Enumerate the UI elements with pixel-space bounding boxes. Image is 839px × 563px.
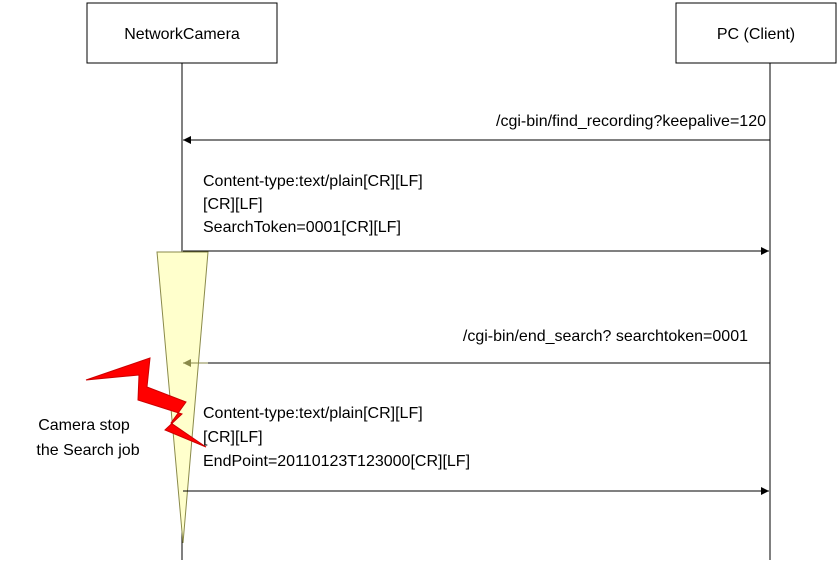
lightning-icon (85, 357, 207, 448)
end-response-line-1: Content-type:text/plain[CR][LF] (203, 405, 423, 422)
message-search-response-label: Content-type:text/plain[CR][LF] [CR][LF]… (203, 173, 423, 236)
participant-camera-label: NetworkCamera (124, 26, 240, 43)
end-response-line-3: EndPoint=20110123T123000[CR][LF] (203, 453, 470, 470)
participant-client: PC (Client) (675, 2, 837, 64)
message-end-request-label: /cgi-bin/end_search? searchtoken=0001 (463, 328, 748, 345)
search-response-line-1: Content-type:text/plain[CR][LF] (203, 173, 423, 190)
search-response-line-3: SearchToken=0001[CR][LF] (203, 219, 401, 236)
annotation-line-2: the Search job (36, 442, 139, 459)
annotation-line-1: Camera stop (38, 417, 130, 434)
participant-camera: NetworkCamera (86, 2, 278, 64)
end-response-line-2: [CR][LF] (203, 429, 263, 446)
message-find-request-label: /cgi-bin/find_recording?keepalive=120 (496, 113, 766, 130)
participant-client-label: PC (Client) (717, 26, 795, 43)
message-end-response-label: Content-type:text/plain[CR][LF] [CR][LF]… (203, 405, 470, 470)
participant-client-box (675, 2, 837, 64)
participant-camera-box (86, 2, 278, 64)
camera-stop-annotation: Camera stop the Search job (36, 417, 139, 459)
search-response-line-2: [CR][LF] (203, 196, 263, 213)
